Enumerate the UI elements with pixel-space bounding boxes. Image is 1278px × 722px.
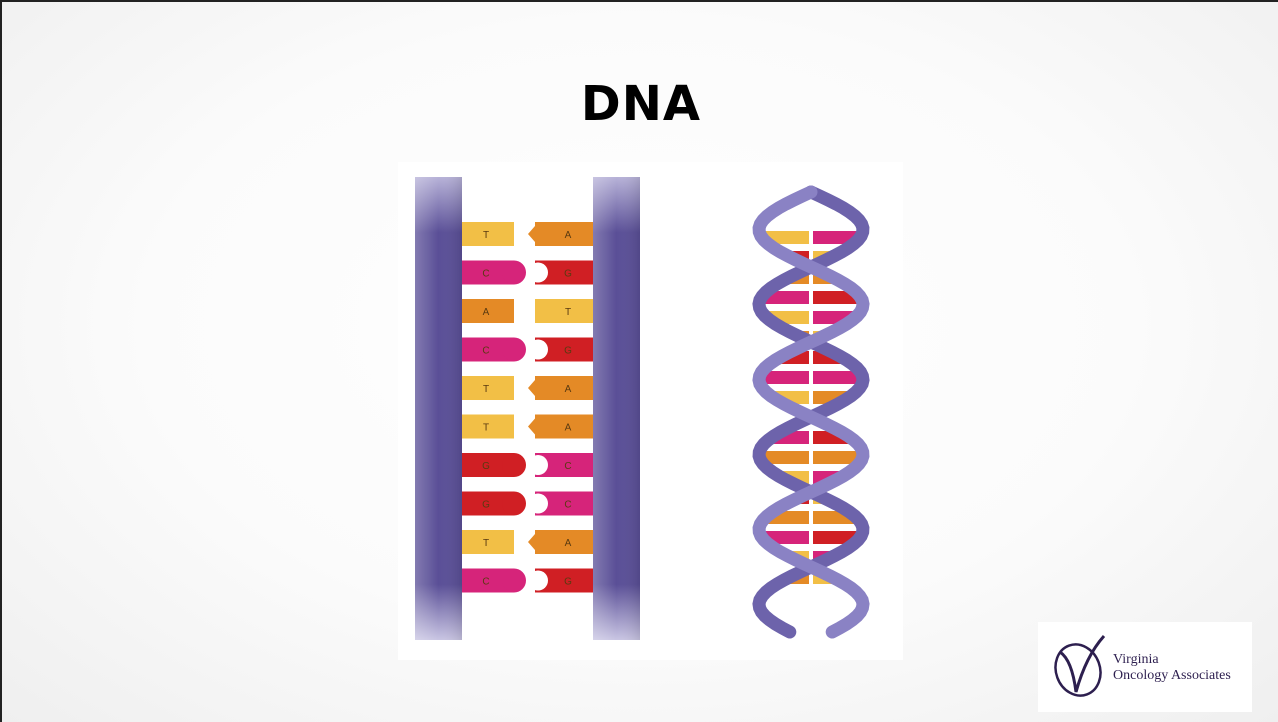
left-base-knob [502,261,526,285]
left-base-label: C [482,269,489,280]
logo-line-2: Oncology Associates [1113,668,1231,684]
logo-line-1: Virginia [1113,652,1159,668]
left-base-label: T [483,423,489,434]
left-backbone-shade [415,177,462,640]
right-base-socket [528,340,548,360]
right-base-point [528,380,535,396]
right-base-label: C [564,500,571,511]
left-base-knob [502,453,526,477]
left-base-label: A [483,307,490,318]
right-base-label: C [564,461,571,472]
left-base-knob [502,338,526,362]
right-base-label: A [565,230,572,241]
right-backbone-shade [593,177,640,640]
right-base-label: G [564,346,572,357]
right-base-point [528,534,535,550]
left-base-notch [514,305,522,317]
left-base-knob [502,569,526,593]
right-base-label: G [564,577,572,588]
right-base-socket [528,571,548,591]
virginia-oncology-v-icon [1042,622,1112,712]
left-base-label: C [482,577,489,588]
right-base-socket [528,455,548,475]
left-base-notch [514,228,522,240]
right-base-label: A [565,384,572,395]
organization-logo: Virginia Oncology Associates [1038,622,1252,712]
right-base-point [528,226,535,242]
left-base-label: C [482,346,489,357]
left-base-label: T [483,230,489,241]
helix-strand [759,192,863,632]
right-base-socket [528,494,548,514]
left-base-notch [514,382,522,394]
left-base-label: T [483,538,489,549]
slide-title: DNA [2,76,1278,132]
left-base-knob [502,492,526,516]
left-base-label: G [482,461,490,472]
right-base-label: A [565,423,572,434]
right-base-point [528,419,535,435]
right-base-label: G [564,269,572,280]
left-base-notch [514,421,522,433]
left-base-label: G [482,500,490,511]
right-base-socket [528,263,548,283]
left-base-label: T [483,384,489,395]
double-helix [759,192,863,632]
right-base-label: A [565,538,572,549]
right-base-label: T [565,307,571,318]
left-base-notch [514,536,522,548]
